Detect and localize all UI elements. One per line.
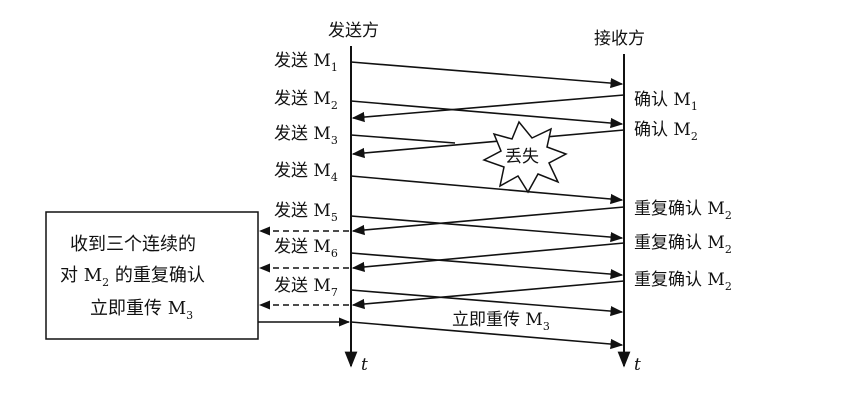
sender-labels: 发送 M1 发送 M2 发送 M3 发送 M4 发送 M5 发送 M6 发送 M… — [274, 51, 338, 299]
sender-time-label: t — [361, 355, 368, 375]
retransmit-label: 立即重传 M3 — [452, 310, 550, 333]
send-m3-label: 发送 M3 — [274, 124, 338, 147]
arrow-send-m6 — [350, 252, 624, 280]
dup-ack-1-label: 重复确认 M2 — [634, 199, 732, 222]
send-m5-label: 发送 M5 — [274, 201, 338, 224]
arrow-ack-m1 — [351, 94, 625, 123]
arrow-dup-ack-1 — [351, 206, 625, 236]
arrow-send-m4 — [350, 175, 624, 205]
ack-m2-label: 确认 M2 — [634, 120, 698, 143]
arrow-send-m1 — [350, 61, 624, 89]
receiver-labels: 确认 M1 确认 M2 重复确认 M2 重复确认 M2 重复确认 M2 — [634, 90, 732, 293]
retransmit-note-box — [45, 211, 259, 340]
arrow-retransmit-m3 — [350, 321, 624, 350]
receiver-header: 接收方 — [594, 29, 645, 49]
ack-m1-label: 确认 M1 — [634, 90, 698, 113]
send-m6-label: 发送 M6 — [274, 237, 338, 260]
sender-header: 发送方 — [328, 21, 379, 41]
ack-arrows — [351, 94, 625, 310]
send-m1-label: 发送 M1 — [274, 51, 338, 74]
note-line-1: 收到三个连续的 — [70, 234, 196, 255]
dup-ack-pointers — [258, 226, 351, 327]
arrow-ack-m2 — [351, 129, 625, 159]
arrow-send-m5 — [350, 215, 624, 243]
explosion-icon — [482, 120, 568, 194]
arrow-send-m7 — [350, 289, 624, 317]
lost-label: 丢失 — [505, 147, 539, 167]
note-line-3: 立即重传 M3 — [90, 298, 193, 322]
send-m2-label: 发送 M2 — [274, 89, 338, 112]
dup-ack-3-label: 重复确认 M2 — [634, 270, 732, 293]
arrow-dup-ack-3 — [351, 280, 625, 310]
receiver-time-label: t — [634, 355, 641, 375]
send-m7-label: 发送 M7 — [274, 276, 338, 299]
lost-burst: 丢失 — [482, 120, 568, 194]
data-arrows — [350, 61, 624, 350]
send-m4-label: 发送 M4 — [274, 161, 338, 184]
dup-ack-2-label: 重复确认 M2 — [634, 233, 732, 256]
arrow-send-m3-lost — [350, 134, 456, 144]
arrow-dup-ack-2 — [351, 242, 625, 273]
arrow-send-m2 — [350, 100, 624, 129]
note-line-2: 对 M2 的重复确认 — [60, 265, 205, 289]
